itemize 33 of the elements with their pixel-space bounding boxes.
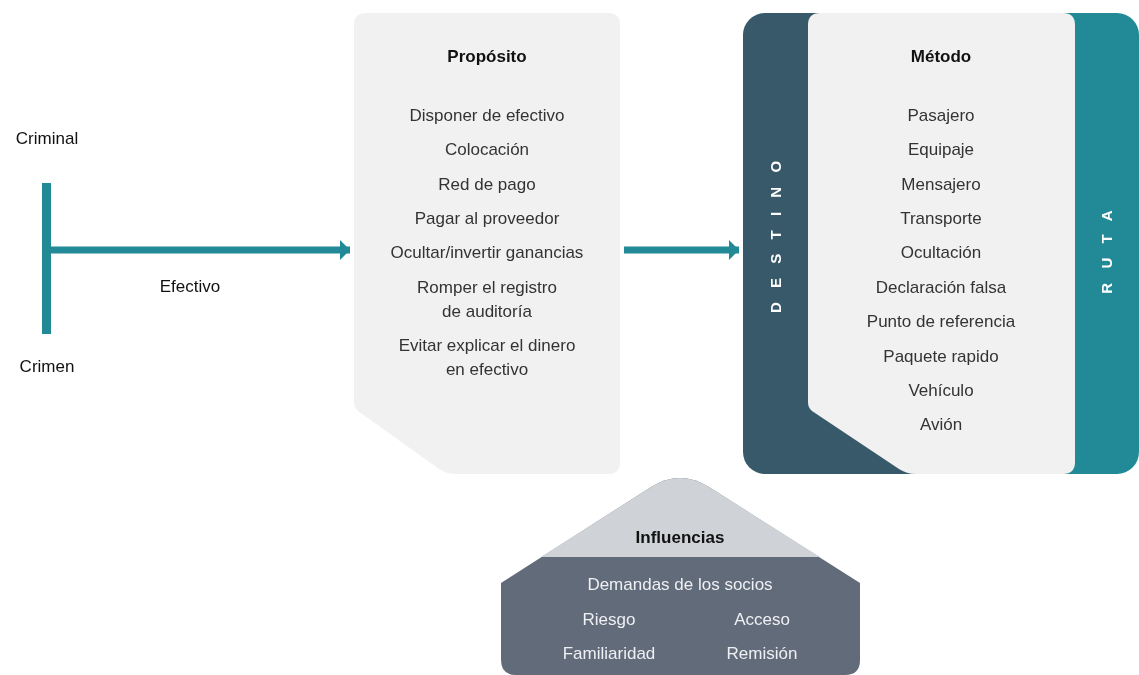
list-item: Colocación xyxy=(443,139,531,161)
side-label: RUTA xyxy=(1097,196,1115,296)
list-item: Disponer de efectivo xyxy=(408,105,566,127)
list-item: Mensajero xyxy=(900,174,982,196)
list-item: Familiaridad xyxy=(561,643,657,665)
panel-heading: Propósito xyxy=(446,46,528,68)
list-item: Declaración falsa xyxy=(874,277,1008,299)
node-label: Criminal xyxy=(15,129,79,149)
list-item: Ocultar/invertir ganancias xyxy=(389,242,585,264)
list-item: Riesgo xyxy=(581,609,637,631)
list-item: Equipaje xyxy=(906,139,976,161)
list-item: Vehículo xyxy=(907,380,975,402)
list-item: Red de pago xyxy=(437,174,537,196)
list-item: Acceso xyxy=(733,609,791,631)
vertical-bar xyxy=(42,183,51,334)
list-item: Romper el registro de auditoría xyxy=(416,277,558,323)
list-item: Avión xyxy=(918,414,964,436)
list-item: Pasajero xyxy=(906,105,976,127)
panel-heading: Influencias xyxy=(634,527,726,549)
influences-house xyxy=(501,475,860,675)
list-item: Demandas de los socios xyxy=(586,574,774,596)
side-label: DESTINO xyxy=(766,146,784,316)
method-panel xyxy=(808,13,1075,474)
list-item: Transporte xyxy=(899,208,983,230)
destination-route-panel xyxy=(743,13,1139,474)
node-label: Crimen xyxy=(19,357,75,377)
list-item: Paquete rapido xyxy=(882,346,1000,368)
panel-heading: Método xyxy=(909,46,973,68)
list-item: Evitar explicar el dinero en efectivo xyxy=(397,335,577,381)
list-item: Remisión xyxy=(725,643,799,665)
list-item: Pagar al proveedor xyxy=(413,208,561,230)
list-item: Ocultación xyxy=(899,242,983,264)
list-item: Punto de referencia xyxy=(865,311,1017,333)
